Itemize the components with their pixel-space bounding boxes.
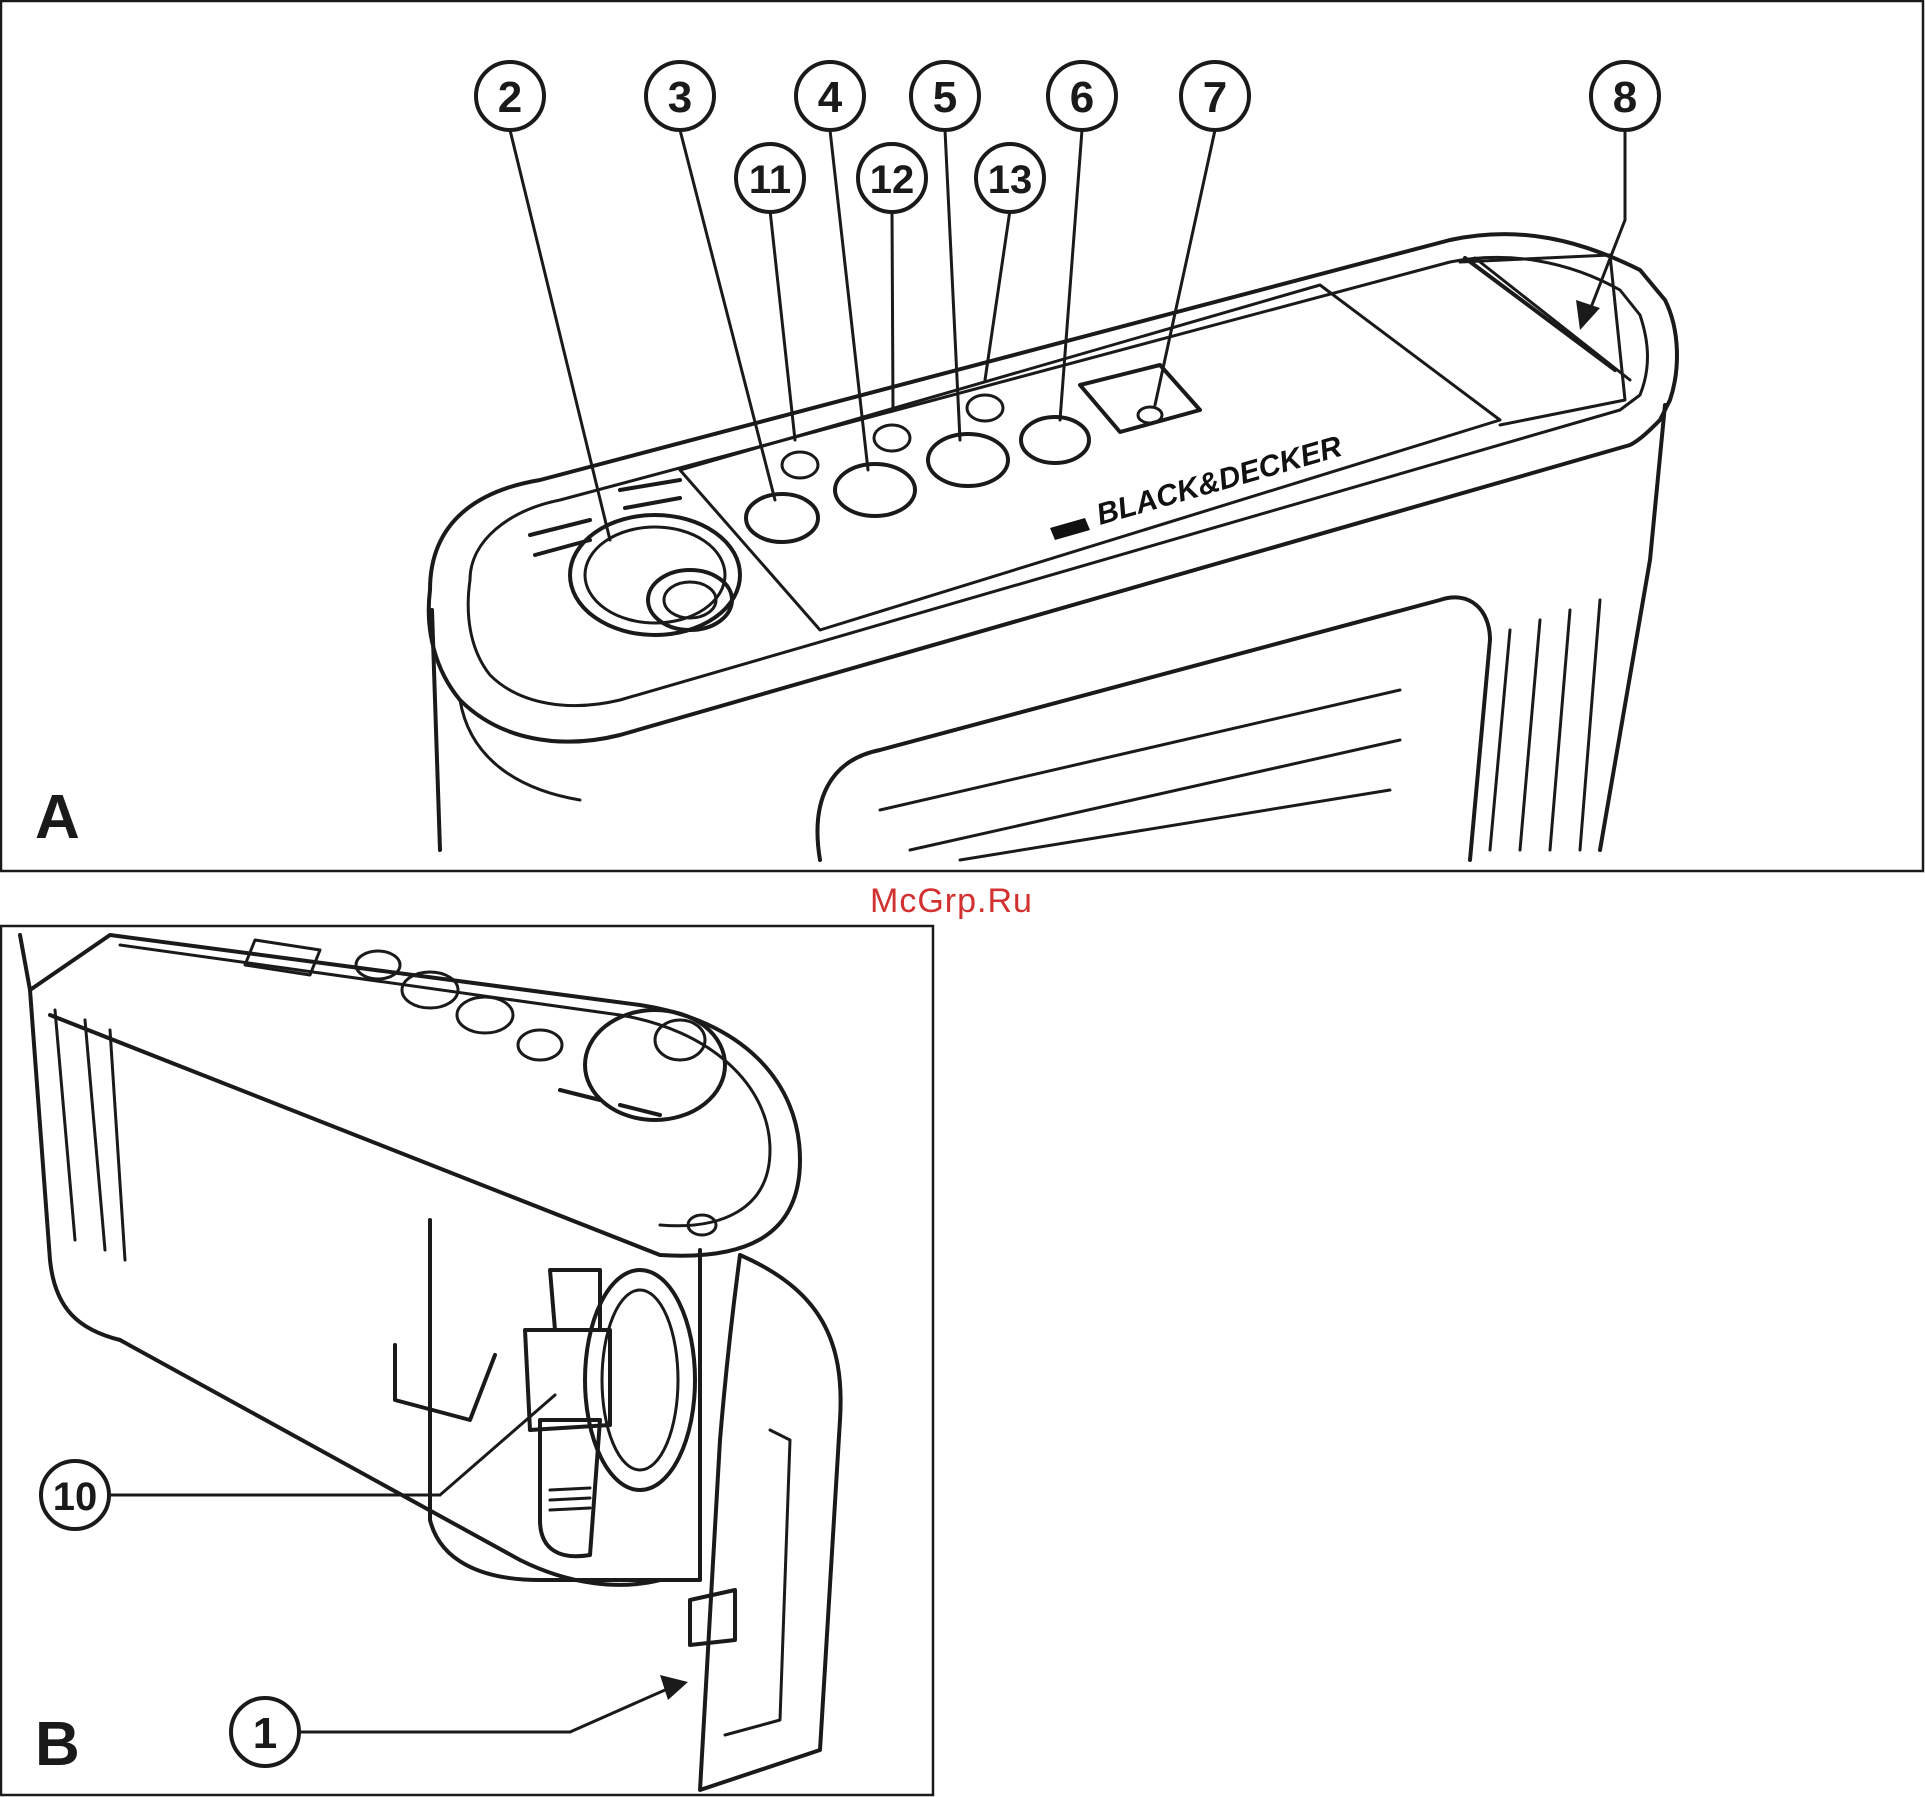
callout-13: 13 [976, 144, 1044, 212]
callout-7-label: 7 [1203, 73, 1227, 122]
leaders-a [510, 125, 1625, 540]
callout-8-label: 8 [1613, 73, 1637, 122]
device-b-left-slot-1 [55, 1010, 75, 1240]
side-wall-right [1600, 405, 1665, 850]
callout-5: 5 [911, 62, 979, 130]
device-b-left-slot-3 [110, 1030, 125, 1260]
callout-11: 11 [736, 144, 804, 212]
leader-13 [985, 210, 1010, 380]
device-b-left-slot-2 [85, 1020, 105, 1250]
leader-12 [892, 210, 893, 410]
compartment [430, 1220, 700, 1580]
side-slot-1 [1490, 630, 1510, 850]
leader-2 [510, 130, 610, 540]
car-plug-head [525, 1330, 610, 1430]
side-slot-2 [1520, 620, 1540, 850]
device-b-gauge [585, 1010, 725, 1120]
panel-a: BLACK&DECKER 2 3 4 [1, 1, 1923, 871]
led-13 [967, 395, 1003, 421]
compartment-hook [395, 1345, 495, 1420]
front-panel [818, 597, 1491, 860]
leader-1b [570, 1690, 665, 1732]
compartment-door [700, 1255, 841, 1790]
side-slot-3 [1550, 610, 1570, 850]
callout-10: 10 [41, 1461, 109, 1529]
watermark-text: McGrp.Ru [870, 882, 1033, 920]
button-6 [1021, 417, 1089, 463]
callout-7: 7 [1181, 62, 1249, 130]
leader-11 [770, 210, 795, 440]
callout-12-label: 12 [870, 158, 915, 202]
device-b-levers [560, 1090, 660, 1115]
callout-2: 2 [476, 62, 544, 130]
led-11 [782, 452, 818, 478]
gauge-lever-right [620, 480, 680, 508]
callout-8: 8 [1591, 62, 1659, 130]
callout-4: 4 [796, 62, 864, 130]
socket-7-hole [1138, 407, 1162, 423]
leader-6 [1060, 130, 1082, 420]
socket-7 [1080, 365, 1200, 432]
button-3 [746, 494, 818, 542]
arrow-8 [1576, 300, 1600, 330]
gauge-lever-left [530, 520, 590, 555]
callout-11-label: 11 [749, 158, 791, 202]
device-top-view [429, 234, 1677, 860]
gauge-knob-inner [664, 582, 716, 618]
device-open-view [20, 935, 841, 1790]
device-outer-shell [429, 234, 1677, 742]
device-b-top [20, 935, 800, 1256]
car-plug-grip [550, 1488, 590, 1510]
callout-2-label: 2 [498, 73, 522, 122]
leaders-b [110, 1395, 688, 1732]
device-b-bottom [120, 1340, 660, 1585]
panel-a-label: A [35, 783, 80, 852]
leader-7 [1155, 130, 1215, 405]
device-b-button-4 [518, 1030, 562, 1060]
callout-12: 12 [858, 144, 926, 212]
button-4 [835, 464, 915, 516]
callout-4-label: 4 [818, 73, 843, 122]
front-slot-1 [880, 690, 1400, 810]
callout-3-label: 3 [668, 73, 692, 122]
door-rib [725, 1430, 790, 1735]
button-5 [928, 434, 1008, 486]
brand-logo: BLACK&DECKER [1050, 430, 1346, 540]
device-inner-rim [468, 257, 1647, 705]
leader-8b [1590, 220, 1625, 310]
front-slot-2 [910, 740, 1400, 850]
callout-5-label: 5 [933, 73, 957, 122]
panel-b-label: B [35, 1710, 80, 1779]
gauge-ring [585, 527, 725, 623]
panel-b: 10 1 B [1, 926, 933, 1795]
arrow-1 [660, 1675, 688, 1700]
panel-b-frame [1, 926, 933, 1795]
led-12 [874, 425, 910, 451]
hose-coil-inner [602, 1290, 678, 1470]
side-wall-left [432, 610, 440, 850]
callout-6-label: 6 [1070, 73, 1094, 122]
device-b-button-1 [356, 951, 400, 979]
callout-10-label: 10 [53, 1475, 98, 1519]
brand-logo-mark [1050, 518, 1090, 540]
device-b-left-wall [30, 990, 120, 1340]
device-b-button-3 [457, 997, 513, 1033]
handle-edge-inner [1475, 258, 1630, 380]
gauge-knob [648, 570, 732, 630]
callout-1: 1 [231, 1698, 299, 1766]
side-slot-4 [1580, 600, 1600, 850]
leader-10b [440, 1395, 555, 1495]
callout-6: 6 [1048, 62, 1116, 130]
callout-13-label: 13 [988, 158, 1033, 202]
callout-3: 3 [646, 62, 714, 130]
device-b-top-inner [120, 945, 770, 1226]
callout-1-label: 1 [253, 1709, 277, 1758]
